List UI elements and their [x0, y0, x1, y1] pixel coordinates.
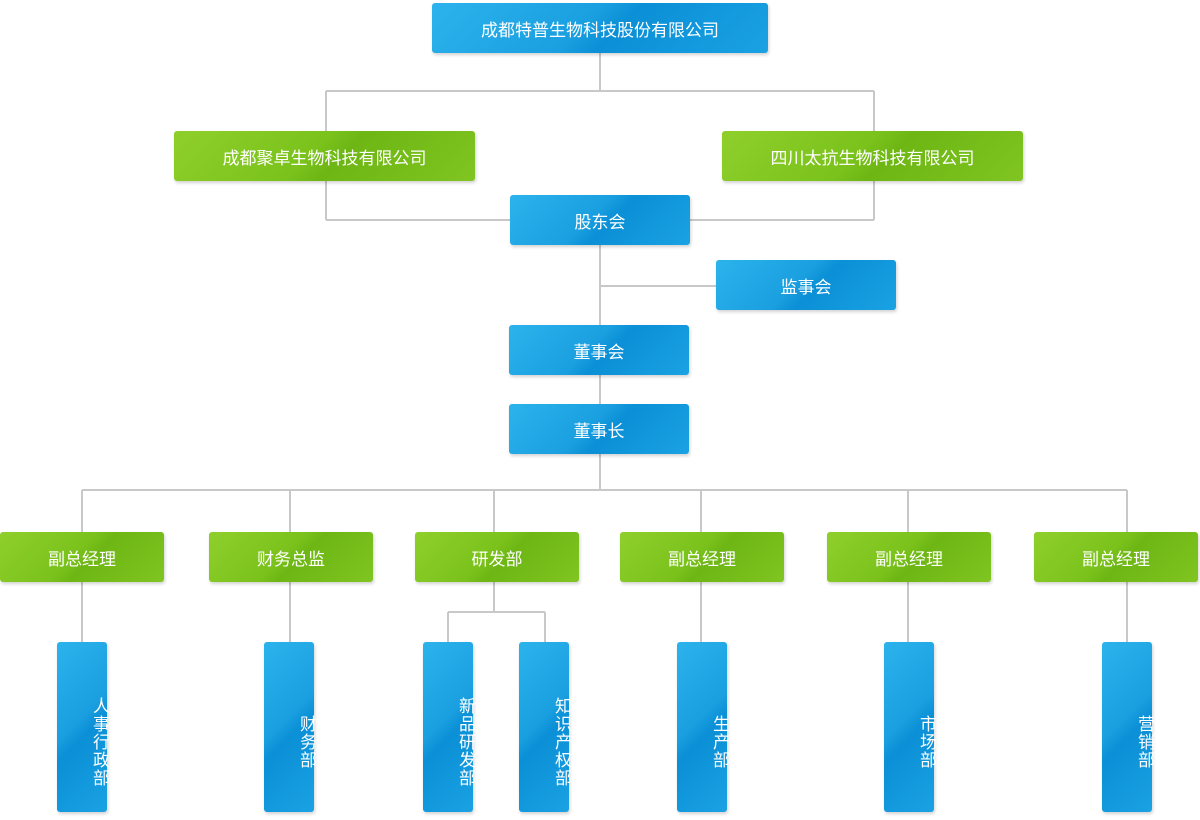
department-box: 财务部: [264, 642, 316, 812]
department-label: 营销部: [1134, 715, 1154, 769]
department-label: 市场部: [916, 715, 936, 769]
shareholder-label: 成都聚卓生物科技有限公司: [222, 148, 427, 169]
department-box: 知识产权部: [519, 642, 571, 812]
shareholder-box-taikang: 四川太抗生物科技有限公司: [722, 131, 1023, 181]
manager-label: 副总经理: [48, 549, 116, 570]
manager-label: 副总经理: [875, 549, 943, 570]
manager-label: 副总经理: [668, 549, 736, 570]
board-of-directors-label: 董事会: [573, 342, 625, 363]
department-label: 生产部: [709, 715, 729, 769]
supervisory-board-label: 监事会: [780, 277, 832, 298]
board-of-directors-box: 董事会: [509, 325, 689, 375]
shareholder-box-juzhuo: 成都聚卓生物科技有限公司: [174, 131, 475, 181]
department-label: 财务部: [296, 715, 316, 769]
manager-box: 研发部: [415, 532, 579, 582]
supervisory-board-box: 监事会: [716, 260, 896, 310]
shareholders-meeting-label: 股东会: [574, 212, 626, 233]
shareholders-meeting-box: 股东会: [510, 195, 690, 245]
chairman-box: 董事长: [509, 404, 689, 454]
department-box: 新品研发部: [423, 642, 475, 812]
department-label: 知识产权部: [551, 697, 571, 787]
department-box: 生产部: [677, 642, 729, 812]
company-label: 成都特普生物科技股份有限公司: [481, 20, 719, 41]
department-box: 市场部: [884, 642, 936, 812]
manager-box: 副总经理: [827, 532, 991, 582]
manager-label: 研发部: [471, 549, 523, 570]
department-label: 新品研发部: [455, 697, 475, 787]
department-box: 营销部: [1102, 642, 1154, 812]
manager-box: 副总经理: [1034, 532, 1198, 582]
manager-box: 副总经理: [0, 532, 164, 582]
department-label: 人事行政部: [89, 697, 109, 787]
chairman-label: 董事长: [573, 421, 625, 442]
department-box: 人事行政部: [57, 642, 109, 812]
manager-box: 财务总监: [209, 532, 373, 582]
company-box: 成都特普生物科技股份有限公司: [432, 3, 768, 53]
manager-box: 副总经理: [620, 532, 784, 582]
manager-label: 副总经理: [1082, 549, 1150, 570]
shareholder-label: 四川太抗生物科技有限公司: [770, 148, 975, 169]
manager-label: 财务总监: [257, 549, 325, 570]
